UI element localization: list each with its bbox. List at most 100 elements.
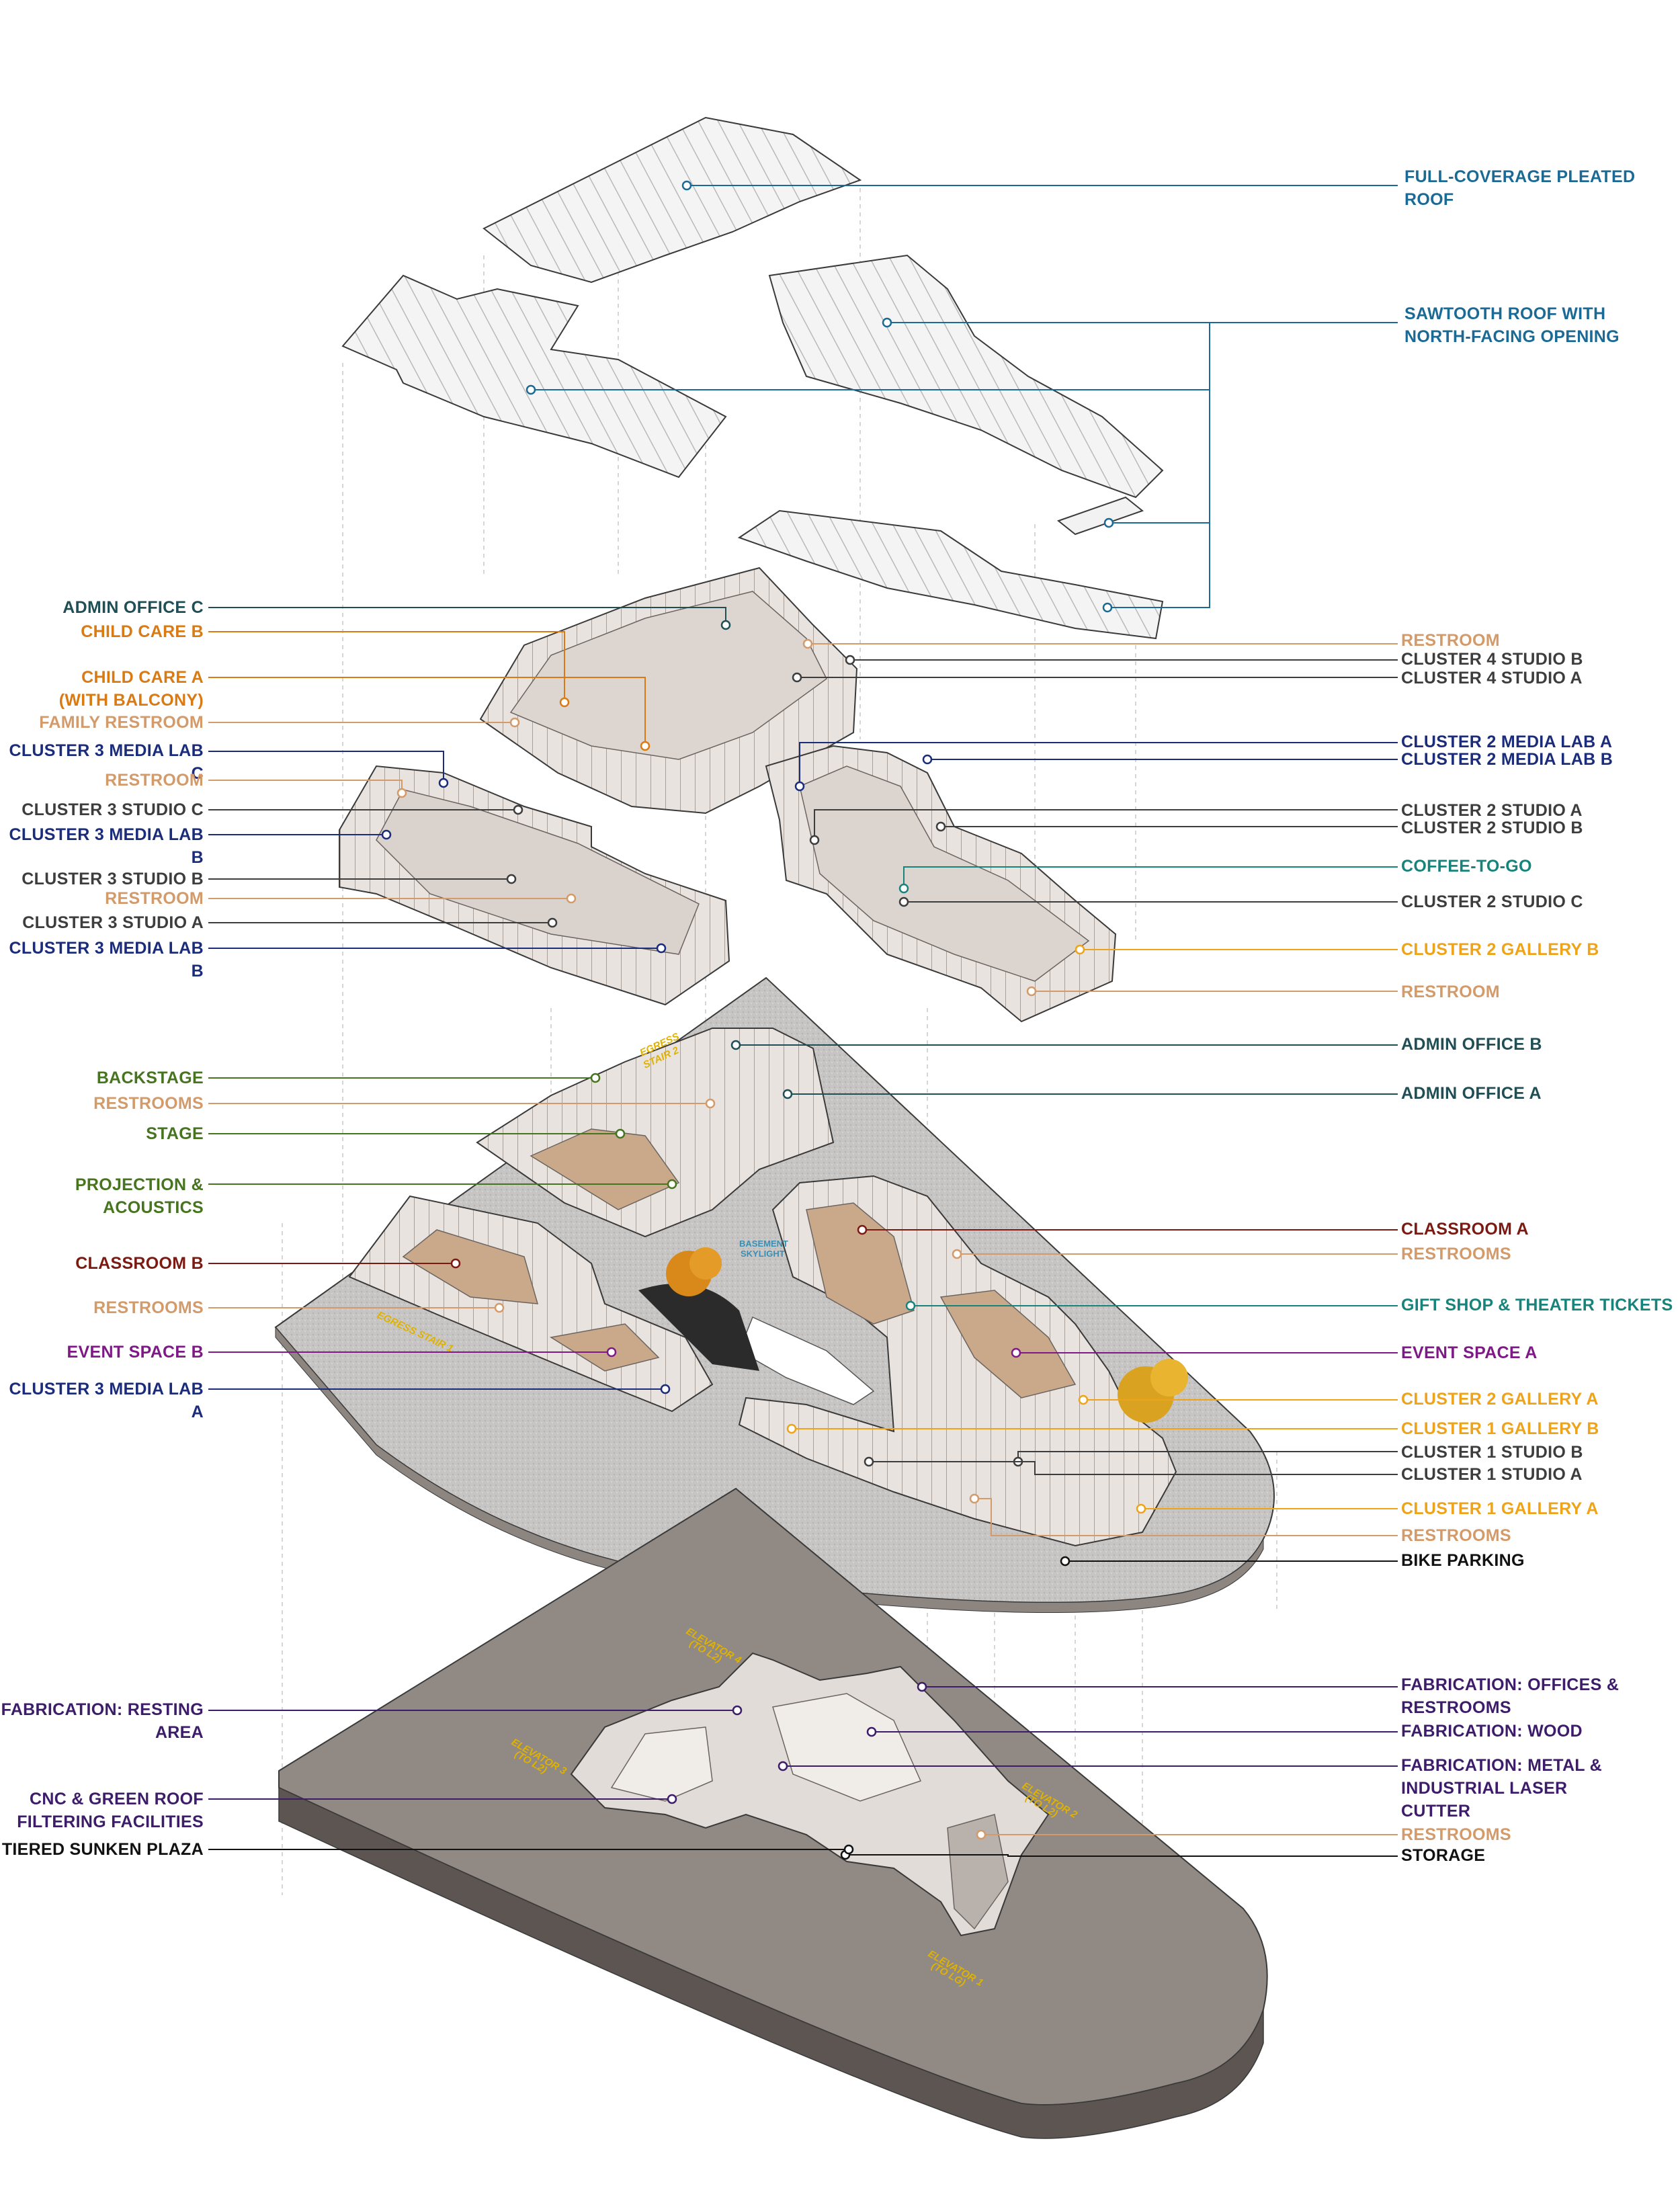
label-cluster2-studio-c: CLUSTER 2 STUDIO C [1401, 892, 1583, 911]
cluster2-studio-c-marker [898, 896, 909, 907]
classroom-b-marker [450, 1258, 461, 1269]
label-fab-offices: FABRICATION: OFFICES & RESTROOMS [1401, 1675, 1620, 1717]
label-full-coverage-roof: FULL-COVERAGE PLEATED ROOF [1404, 167, 1636, 209]
label-cnc-green-roof: CNC & GREEN ROOF FILTERING FACILITIES [17, 1790, 204, 1831]
label-event-space-a: EVENT SPACE A [1401, 1343, 1538, 1362]
event-space-b-marker [606, 1347, 617, 1358]
label-cluster3-studio-c: CLUSTER 3 STUDIO C [22, 800, 204, 819]
label-child-care-b: CHILD CARE B [81, 622, 204, 641]
restrooms-r1-marker [952, 1249, 962, 1259]
restroom-l2a-marker [396, 788, 407, 798]
admin-office-b-marker [730, 1040, 741, 1050]
label-restrooms-l1b: RESTROOMS [93, 1298, 204, 1317]
cluster2-gallery-b-marker [1075, 944, 1085, 955]
cluster4-studio-b-marker [845, 655, 855, 665]
child-care-b-marker [559, 697, 570, 708]
label-projection-acoustics: PROJECTION & ACOUSTICS [75, 1175, 204, 1217]
level1-west-block [348, 1195, 714, 1413]
svg-text:SKYLIGHT: SKYLIGHT [741, 1249, 785, 1259]
label-coffee-to-go: COFFEE-TO-GO [1401, 857, 1532, 876]
label-cluster1-gallery-b: CLUSTER 1 GALLERY B [1401, 1419, 1599, 1438]
label-cluster2-media-lab-a: CLUSTER 2 MEDIA LAB A [1401, 733, 1613, 751]
sawtooth-roof-left [341, 274, 727, 478]
restrooms-l1b-marker [494, 1302, 505, 1313]
cluster3-media-lab-c-marker [438, 778, 449, 788]
label-fab-resting: FABRICATION: RESTING AREA [1, 1700, 204, 1742]
level2-cluster4-block [479, 567, 858, 815]
small-skylight-roof [1056, 496, 1144, 536]
cluster1-gallery-a-marker [1136, 1503, 1146, 1514]
admin-office-c-marker [720, 620, 731, 630]
restrooms-b-marker [976, 1829, 986, 1840]
backstage-marker [590, 1073, 601, 1083]
cluster3-studio-a-marker [547, 917, 558, 928]
bike-parking-marker [1060, 1556, 1070, 1567]
label-cluster3-media-lab-a: CLUSTER 3 MEDIA LAB A [9, 1380, 204, 1421]
sawtooth-roof-d-marker [1102, 602, 1113, 613]
leader-lines [208, 180, 1398, 1860]
storage-leader [845, 1854, 1398, 1857]
tiered-plaza-marker [843, 1844, 854, 1855]
label-classroom-a: CLASSROOM A [1401, 1220, 1529, 1239]
level1-east-block [738, 1175, 1177, 1547]
label-cluster4-studio-b: CLUSTER 4 STUDIO B [1401, 650, 1583, 669]
label-family-restroom: FAMILY RESTROOM [39, 713, 204, 732]
cluster2-gallery-a-marker [1078, 1394, 1089, 1405]
label-cluster1-studio-a: CLUSTER 1 STUDIO A [1401, 1465, 1583, 1484]
label-cluster3-studio-b: CLUSTER 3 STUDIO B [22, 870, 204, 888]
label-admin-office-b: ADMIN OFFICE B [1401, 1035, 1542, 1054]
classroom-a-marker [857, 1224, 868, 1235]
sawtooth-roof-d-leader [1107, 523, 1210, 608]
sawtooth-roof-a-marker [526, 384, 536, 395]
level1-courtyard [638, 1284, 875, 1405]
label-cluster3-media-lab-b-2: CLUSTER 3 MEDIA LAB B [9, 939, 204, 981]
label-cluster2-gallery-a: CLUSTER 2 GALLERY A [1401, 1390, 1599, 1409]
admin-office-a-marker [782, 1089, 793, 1099]
restroom-r2-marker [1026, 986, 1037, 997]
level2-cluster2-block [765, 745, 1117, 1023]
label-tiered-plaza: TIERED SUNKEN PLAZA [1, 1840, 204, 1859]
fab-offices-marker [917, 1681, 927, 1692]
restrooms-r2-leader [974, 1498, 1398, 1536]
child-care-a-leader [208, 677, 646, 746]
label-restrooms-l1a: RESTROOMS [93, 1094, 204, 1113]
cluster2-studio-a-leader [814, 809, 1398, 840]
label-fab-wood: FABRICATION: WOOD [1401, 1722, 1583, 1741]
label-cluster3-media-lab-c: CLUSTER 3 MEDIA LAB C [9, 741, 204, 783]
basement-program [570, 1652, 1050, 1937]
full-coverage-roof-marker [681, 180, 692, 191]
label-restroom-l2b: RESTROOM [105, 889, 204, 908]
sawtooth-roof-right [768, 254, 1164, 499]
label-restrooms-r1: RESTROOMS [1401, 1245, 1511, 1263]
cluster2-studio-a-marker [809, 835, 820, 845]
label-cluster2-studio-b: CLUSTER 2 STUDIO B [1401, 819, 1583, 837]
label-restroom-r2: RESTROOM [1401, 983, 1500, 1001]
cluster4-studio-a-marker [792, 672, 802, 683]
restroom-l2b-marker [566, 893, 577, 904]
label-backstage: BACKSTAGE [96, 1069, 204, 1087]
cluster3-studio-c-marker [513, 804, 523, 815]
cluster2-media-lab-a-leader [799, 742, 1398, 786]
label-stage: STAGE [146, 1124, 204, 1143]
label-cluster2-media-lab-b: CLUSTER 2 MEDIA LAB B [1401, 750, 1613, 769]
cluster2-media-lab-b-marker [922, 754, 933, 765]
admin-office-c-leader [208, 607, 726, 625]
cluster3-media-lab-b-1-marker [381, 829, 392, 840]
sawtooth-roof-b-marker [882, 317, 892, 328]
restroom-r1-marker [802, 638, 813, 649]
label-classroom-b: CLASSROOM B [75, 1254, 204, 1273]
label-fab-metal: FABRICATION: METAL & INDUSTRIAL LASER CU… [1401, 1756, 1603, 1821]
label-admin-office-c: ADMIN OFFICE C [62, 598, 204, 617]
pleated-roof-top [482, 116, 862, 284]
label-storage: STORAGE [1401, 1846, 1486, 1865]
fab-metal-marker [778, 1761, 788, 1771]
label-sawtooth-roof: SAWTOOTH ROOF WITH NORTH-FACING OPENING [1404, 304, 1620, 346]
restrooms-l1a-marker [705, 1098, 716, 1109]
label-restroom-l2a: RESTROOM [105, 771, 204, 790]
projection-acoustics-marker [667, 1179, 677, 1190]
label-restrooms-b: RESTROOMS [1401, 1825, 1511, 1844]
label-cluster1-gallery-a: CLUSTER 1 GALLERY A [1401, 1499, 1599, 1518]
label-cluster3-studio-a: CLUSTER 3 STUDIO A [22, 913, 204, 932]
cluster3-media-lab-c-leader [208, 751, 444, 783]
